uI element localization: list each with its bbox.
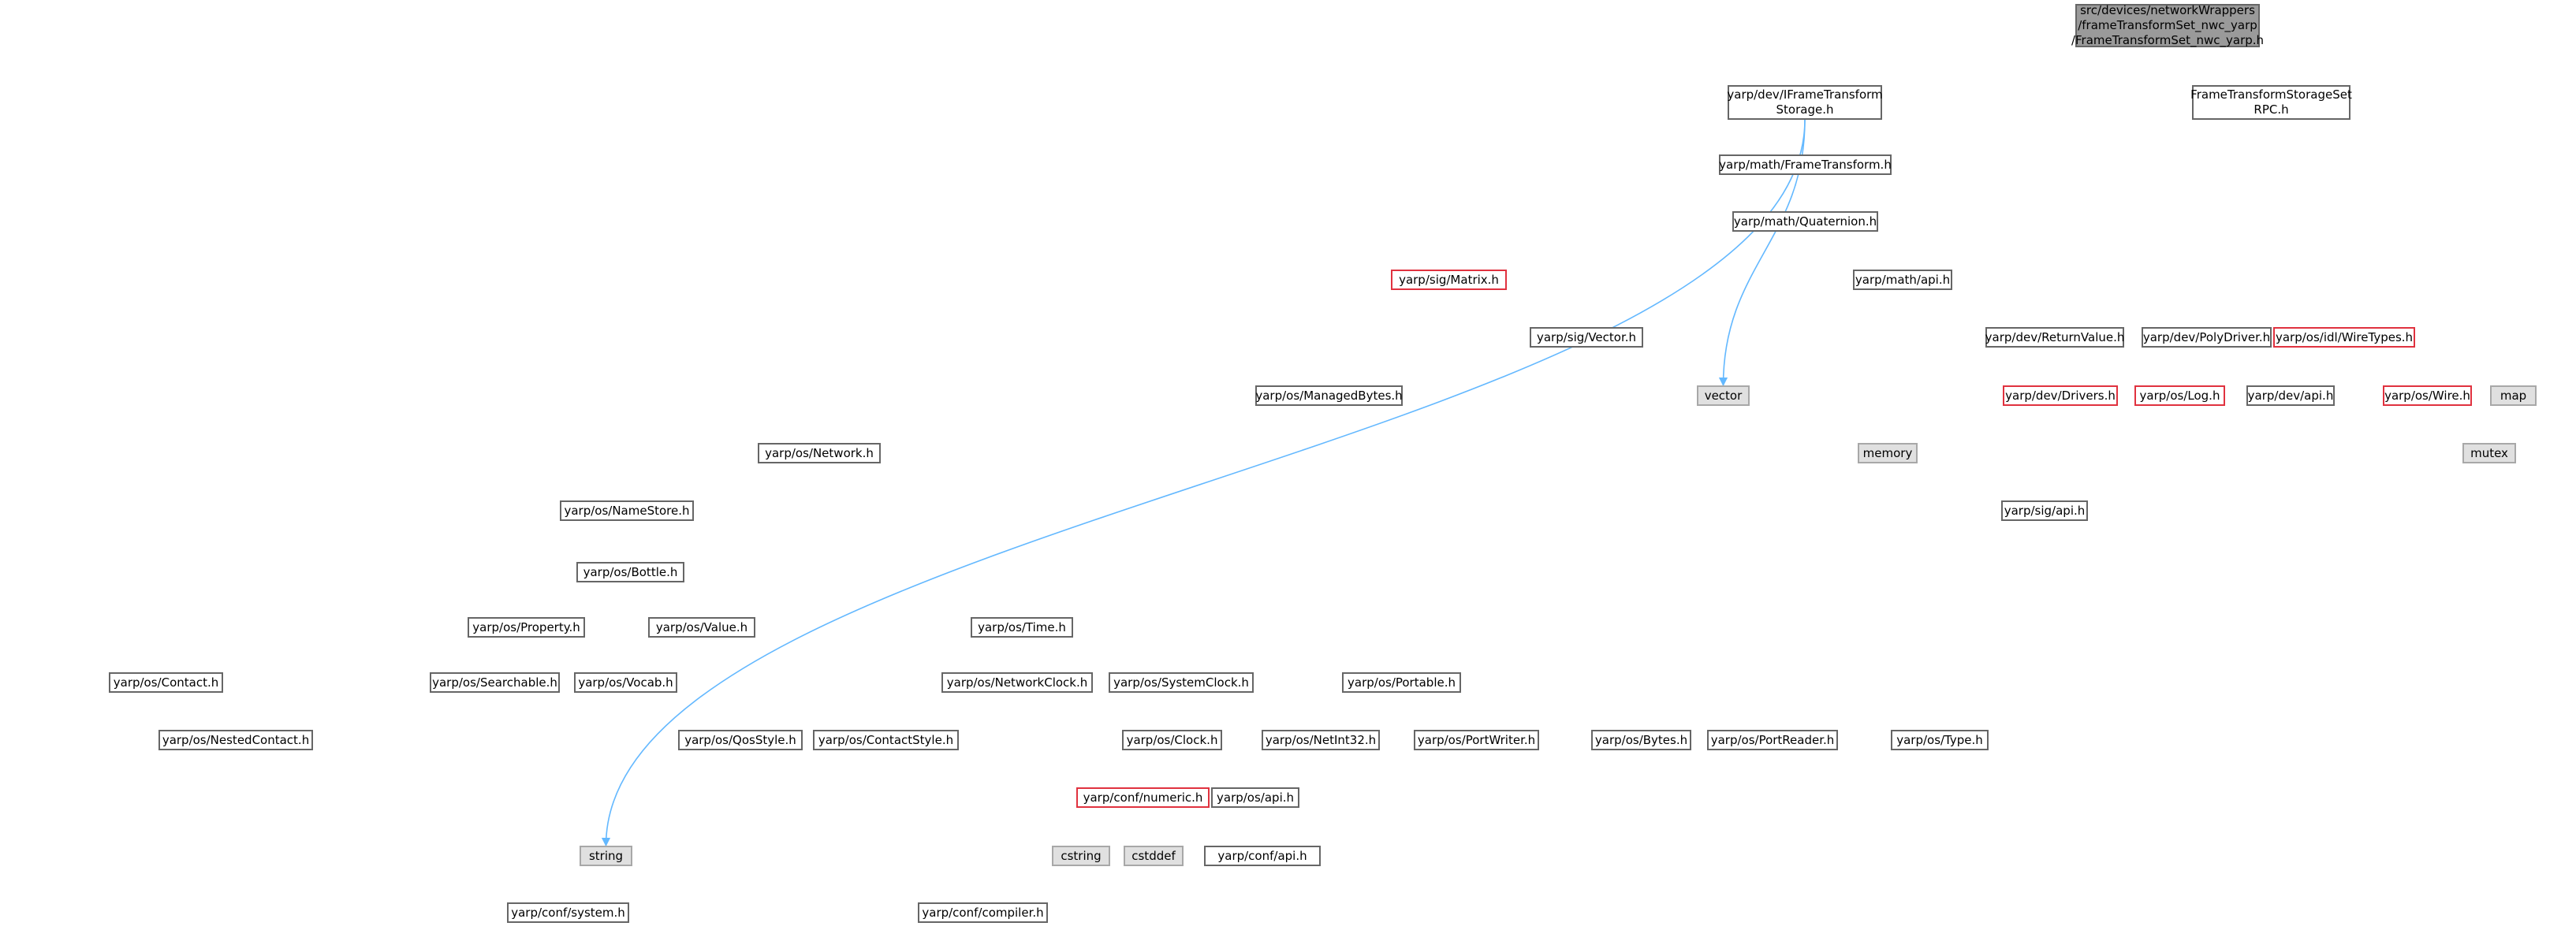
- node-idl-wiretypes[interactable]: yarp/os/idl/WireTypes.h: [2273, 327, 2415, 348]
- node-os-portreader[interactable]: yarp/os/PortReader.h: [1707, 730, 1838, 750]
- node-os-qosstyle[interactable]: yarp/os/QosStyle.h: [678, 730, 803, 750]
- node-conf-system[interactable]: yarp/conf/system.h: [507, 902, 629, 923]
- node-math-frametransform[interactable]: yarp/math/FrameTransform.h: [1719, 154, 1892, 175]
- node-os-bottle[interactable]: yarp/os/Bottle.h: [576, 562, 684, 582]
- node-iframetransformstorage[interactable]: yarp/dev/IFrameTransform Storage.h: [1727, 85, 1883, 120]
- node-os-portable[interactable]: yarp/os/Portable.h: [1342, 672, 1461, 693]
- node-os-searchable[interactable]: yarp/os/Searchable.h: [430, 672, 560, 693]
- edge-iframetransformstorage-to-string: [601, 119, 1806, 847]
- node-os-clock[interactable]: yarp/os/Clock.h: [1122, 730, 1222, 750]
- node-os-bytes[interactable]: yarp/os/Bytes.h: [1591, 730, 1691, 750]
- node-os-property[interactable]: yarp/os/Property.h: [468, 617, 585, 638]
- node-dev-drivers[interactable]: yarp/dev/Drivers.h: [2003, 385, 2118, 406]
- node-sig-matrix[interactable]: yarp/sig/Matrix.h: [1391, 270, 1507, 290]
- node-memory[interactable]: memory: [1858, 443, 1918, 463]
- node-os-systemclock[interactable]: yarp/os/SystemClock.h: [1109, 672, 1254, 693]
- node-os-network[interactable]: yarp/os/Network.h: [758, 443, 881, 463]
- node-conf-api[interactable]: yarp/conf/api.h: [1204, 846, 1321, 866]
- node-sig-api[interactable]: yarp/sig/api.h: [2001, 500, 2088, 521]
- node-map[interactable]: map: [2490, 385, 2537, 406]
- node-math-api[interactable]: yarp/math/api.h: [1853, 270, 1952, 290]
- node-os-value[interactable]: yarp/os/Value.h: [648, 617, 755, 638]
- node-frametransformstoragesetrpc[interactable]: FrameTransformStorageSet RPC.h: [2190, 85, 2352, 120]
- node-os-api[interactable]: yarp/os/api.h: [1211, 787, 1299, 808]
- node-os-networkclock[interactable]: yarp/os/NetworkClock.h: [941, 672, 1093, 693]
- node-os-log[interactable]: yarp/os/Log.h: [2134, 385, 2225, 406]
- node-os-nestedcontact[interactable]: yarp/os/NestedContact.h: [158, 730, 313, 750]
- node-cstddef[interactable]: cstddef: [1124, 846, 1184, 866]
- node-os-wire[interactable]: yarp/os/Wire.h: [2383, 385, 2472, 406]
- node-root-header[interactable]: src/devices/networkWrappers /frameTransf…: [2071, 3, 2265, 47]
- node-os-namestore[interactable]: yarp/os/NameStore.h: [560, 500, 694, 521]
- node-os-type[interactable]: yarp/os/Type.h: [1891, 730, 1989, 750]
- node-sig-vector[interactable]: yarp/sig/Vector.h: [1530, 327, 1643, 348]
- node-math-quaternion[interactable]: yarp/math/Quaternion.h: [1732, 211, 1878, 232]
- node-os-vocab[interactable]: yarp/os/Vocab.h: [574, 672, 677, 693]
- node-os-contact[interactable]: yarp/os/Contact.h: [109, 672, 223, 693]
- node-dev-returnvalue[interactable]: yarp/dev/ReturnValue.h: [1985, 327, 2124, 348]
- node-vector[interactable]: vector: [1697, 385, 1750, 406]
- node-conf-compiler[interactable]: yarp/conf/compiler.h: [918, 902, 1048, 923]
- node-os-contactstyle[interactable]: yarp/os/ContactStyle.h: [813, 730, 959, 750]
- node-os-time[interactable]: yarp/os/Time.h: [971, 617, 1073, 638]
- node-dev-api[interactable]: yarp/dev/api.h: [2246, 385, 2335, 406]
- node-mutex[interactable]: mutex: [2462, 443, 2516, 463]
- node-dev-polydriver[interactable]: yarp/dev/PolyDriver.h: [2142, 327, 2272, 348]
- node-conf-numeric[interactable]: yarp/conf/numeric.h: [1076, 787, 1210, 808]
- node-os-netint32[interactable]: yarp/os/NetInt32.h: [1262, 730, 1380, 750]
- node-os-managedbytes[interactable]: yarp/os/ManagedBytes.h: [1255, 385, 1403, 406]
- node-cstring[interactable]: cstring: [1052, 846, 1110, 866]
- node-string[interactable]: string: [580, 846, 632, 866]
- node-os-portwriter[interactable]: yarp/os/PortWriter.h: [1414, 730, 1539, 750]
